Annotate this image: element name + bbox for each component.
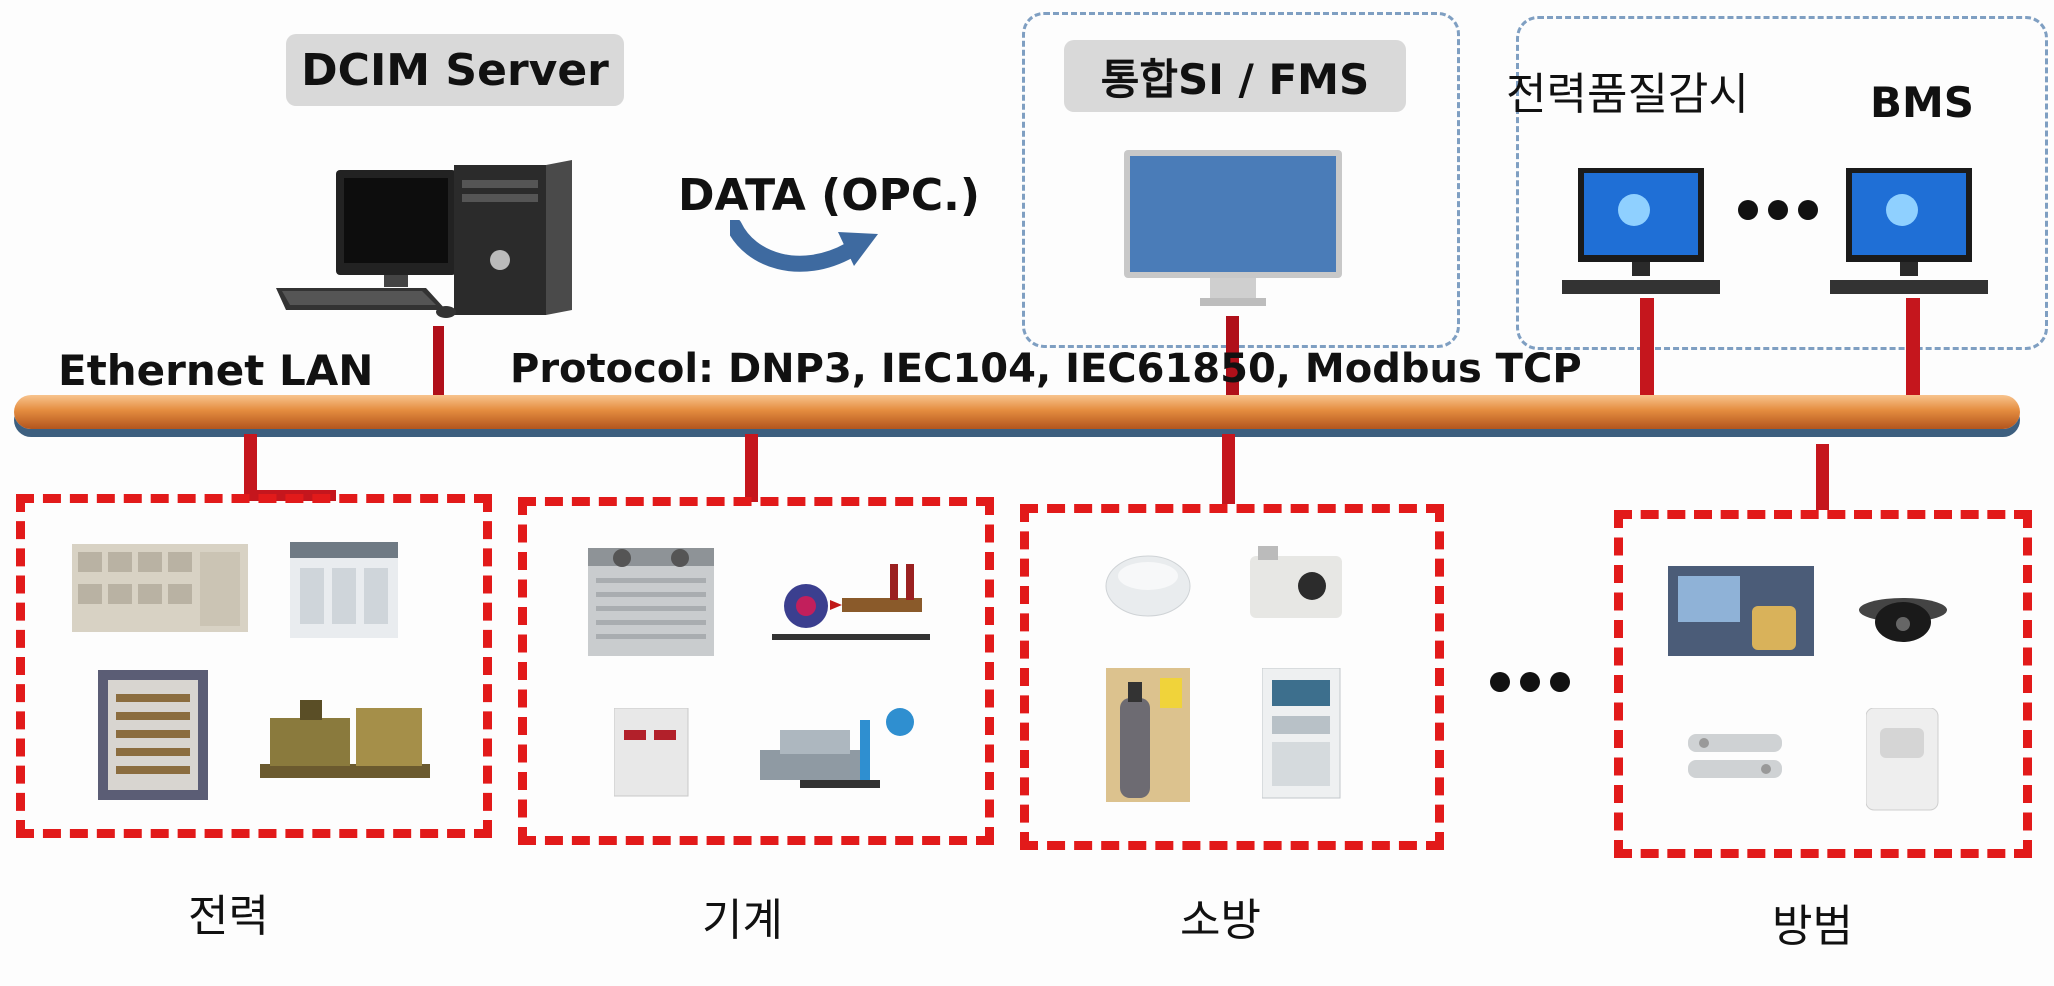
ethernet-lan-bar: [14, 395, 2020, 429]
bms-link: [1906, 298, 1920, 410]
power-group-label: 전력: [188, 891, 269, 942]
curved-arrow-icon: [730, 220, 890, 280]
pump-piping-icon: [772, 564, 932, 648]
power-quality-label: 전력품질감시: [1506, 69, 1749, 120]
power-quality-link: [1640, 298, 1654, 410]
bms-label: BMS: [1870, 78, 1975, 127]
control-panel-icon: [614, 708, 690, 798]
generator-icon: [260, 694, 432, 784]
chiller-unit-icon: [588, 548, 716, 660]
switchgear-icon: [72, 540, 252, 636]
machine-group-label: 기계: [702, 895, 783, 946]
security-group-label: 방범: [1772, 901, 1853, 952]
server-link: [433, 326, 444, 396]
si-fms-group: [1022, 12, 1460, 348]
bms-pc-icon: [1830, 168, 1988, 298]
fms-monitor-icon: [1124, 150, 1344, 320]
bms-group: [1516, 16, 2048, 350]
data-opc-label: DATA (OPC.): [678, 170, 981, 221]
fire-bell-icon: [1250, 546, 1344, 626]
fire-group-label: 소방: [1180, 895, 1261, 946]
hvac-system-icon: [760, 700, 920, 792]
protocol-label: Protocol: DNP3, IEC104, IEC61850, Modbus…: [510, 346, 1582, 392]
distribution-board-icon: [98, 670, 210, 802]
server-computer-icon: [276, 160, 586, 320]
security-group-link: [1816, 444, 1829, 510]
fms-link: [1226, 316, 1239, 412]
dcim-server-label: DCIM Server: [286, 34, 624, 106]
access-control-reader-icon: [1668, 566, 1816, 658]
motion-sensor-icon: [1866, 708, 1940, 812]
machine-group: [518, 497, 994, 845]
ethernet-lan-label: Ethernet LAN: [58, 346, 374, 395]
more-monitors-dots: [1738, 200, 1818, 220]
security-group: [1614, 510, 2032, 858]
dome-camera-icon: [1856, 590, 1950, 646]
fire-receiver-panel-icon: [1262, 668, 1342, 800]
fire-group-link: [1222, 434, 1235, 504]
si-fms-label: 통합SI / FMS: [1064, 40, 1406, 112]
fire-group: [1020, 504, 1444, 850]
power-group-link-v: [244, 434, 257, 494]
power-group: [16, 494, 492, 838]
smoke-detector-icon: [1102, 546, 1194, 622]
door-sensor-icon: [1688, 720, 1784, 790]
more-groups-dots: [1490, 672, 1570, 692]
extinguisher-cabinet-icon: [1106, 668, 1192, 804]
power-quality-pc-icon: [1562, 168, 1720, 298]
machine-group-link: [745, 434, 758, 502]
panel-cabinet-icon: [290, 542, 400, 642]
